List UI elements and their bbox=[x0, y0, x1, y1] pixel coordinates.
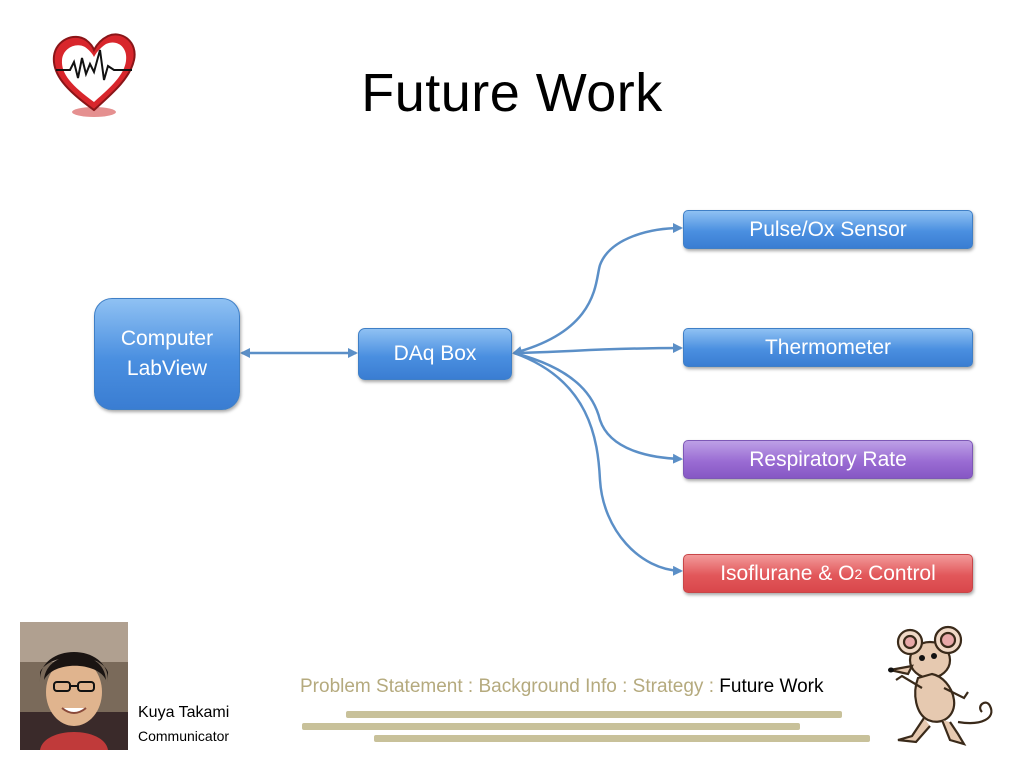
respiratory-rate-box: Respiratory Rate bbox=[683, 440, 973, 479]
footer-bar-2 bbox=[302, 723, 800, 730]
computer-label: Computer bbox=[120, 327, 214, 350]
footer-bar-3 bbox=[374, 735, 870, 742]
page-title: Future Work bbox=[361, 63, 663, 123]
daq-box: DAq Box bbox=[358, 328, 512, 380]
arrow-daq-thermometer bbox=[513, 343, 683, 355]
heart-monitor-logo bbox=[52, 33, 136, 117]
pulse-ox-sensor-box: Pulse/Ox Sensor bbox=[683, 210, 973, 249]
footer-bar-1 bbox=[346, 711, 842, 718]
mouse-mascot-icon bbox=[888, 625, 993, 746]
breadcrumb-previous-sections: Problem Statement : Background Info : St… bbox=[300, 676, 720, 697]
arrow-daq-pulseox bbox=[512, 223, 683, 356]
isoflurane-label-sub: 2 bbox=[854, 565, 863, 582]
computer-labview-box: Computer LabView bbox=[94, 298, 240, 410]
presenter-name: Kuya Takami bbox=[138, 704, 230, 721]
breadcrumb-current-section: Future Work bbox=[719, 676, 824, 697]
presenter-photo bbox=[20, 622, 128, 750]
arrow-daq-respiratory bbox=[513, 351, 683, 464]
isoflurane-label-post: Control bbox=[862, 561, 936, 585]
labview-label: LabView bbox=[126, 357, 208, 380]
section-breadcrumb: Problem Statement : Background Info : St… bbox=[300, 676, 823, 698]
isoflurane-label-pre: Isoflurane & O bbox=[720, 561, 855, 585]
arrow-daq-isoflurane bbox=[513, 351, 683, 576]
thermometer-box: Thermometer bbox=[683, 328, 973, 367]
presenter-role: Communicator bbox=[138, 728, 230, 744]
